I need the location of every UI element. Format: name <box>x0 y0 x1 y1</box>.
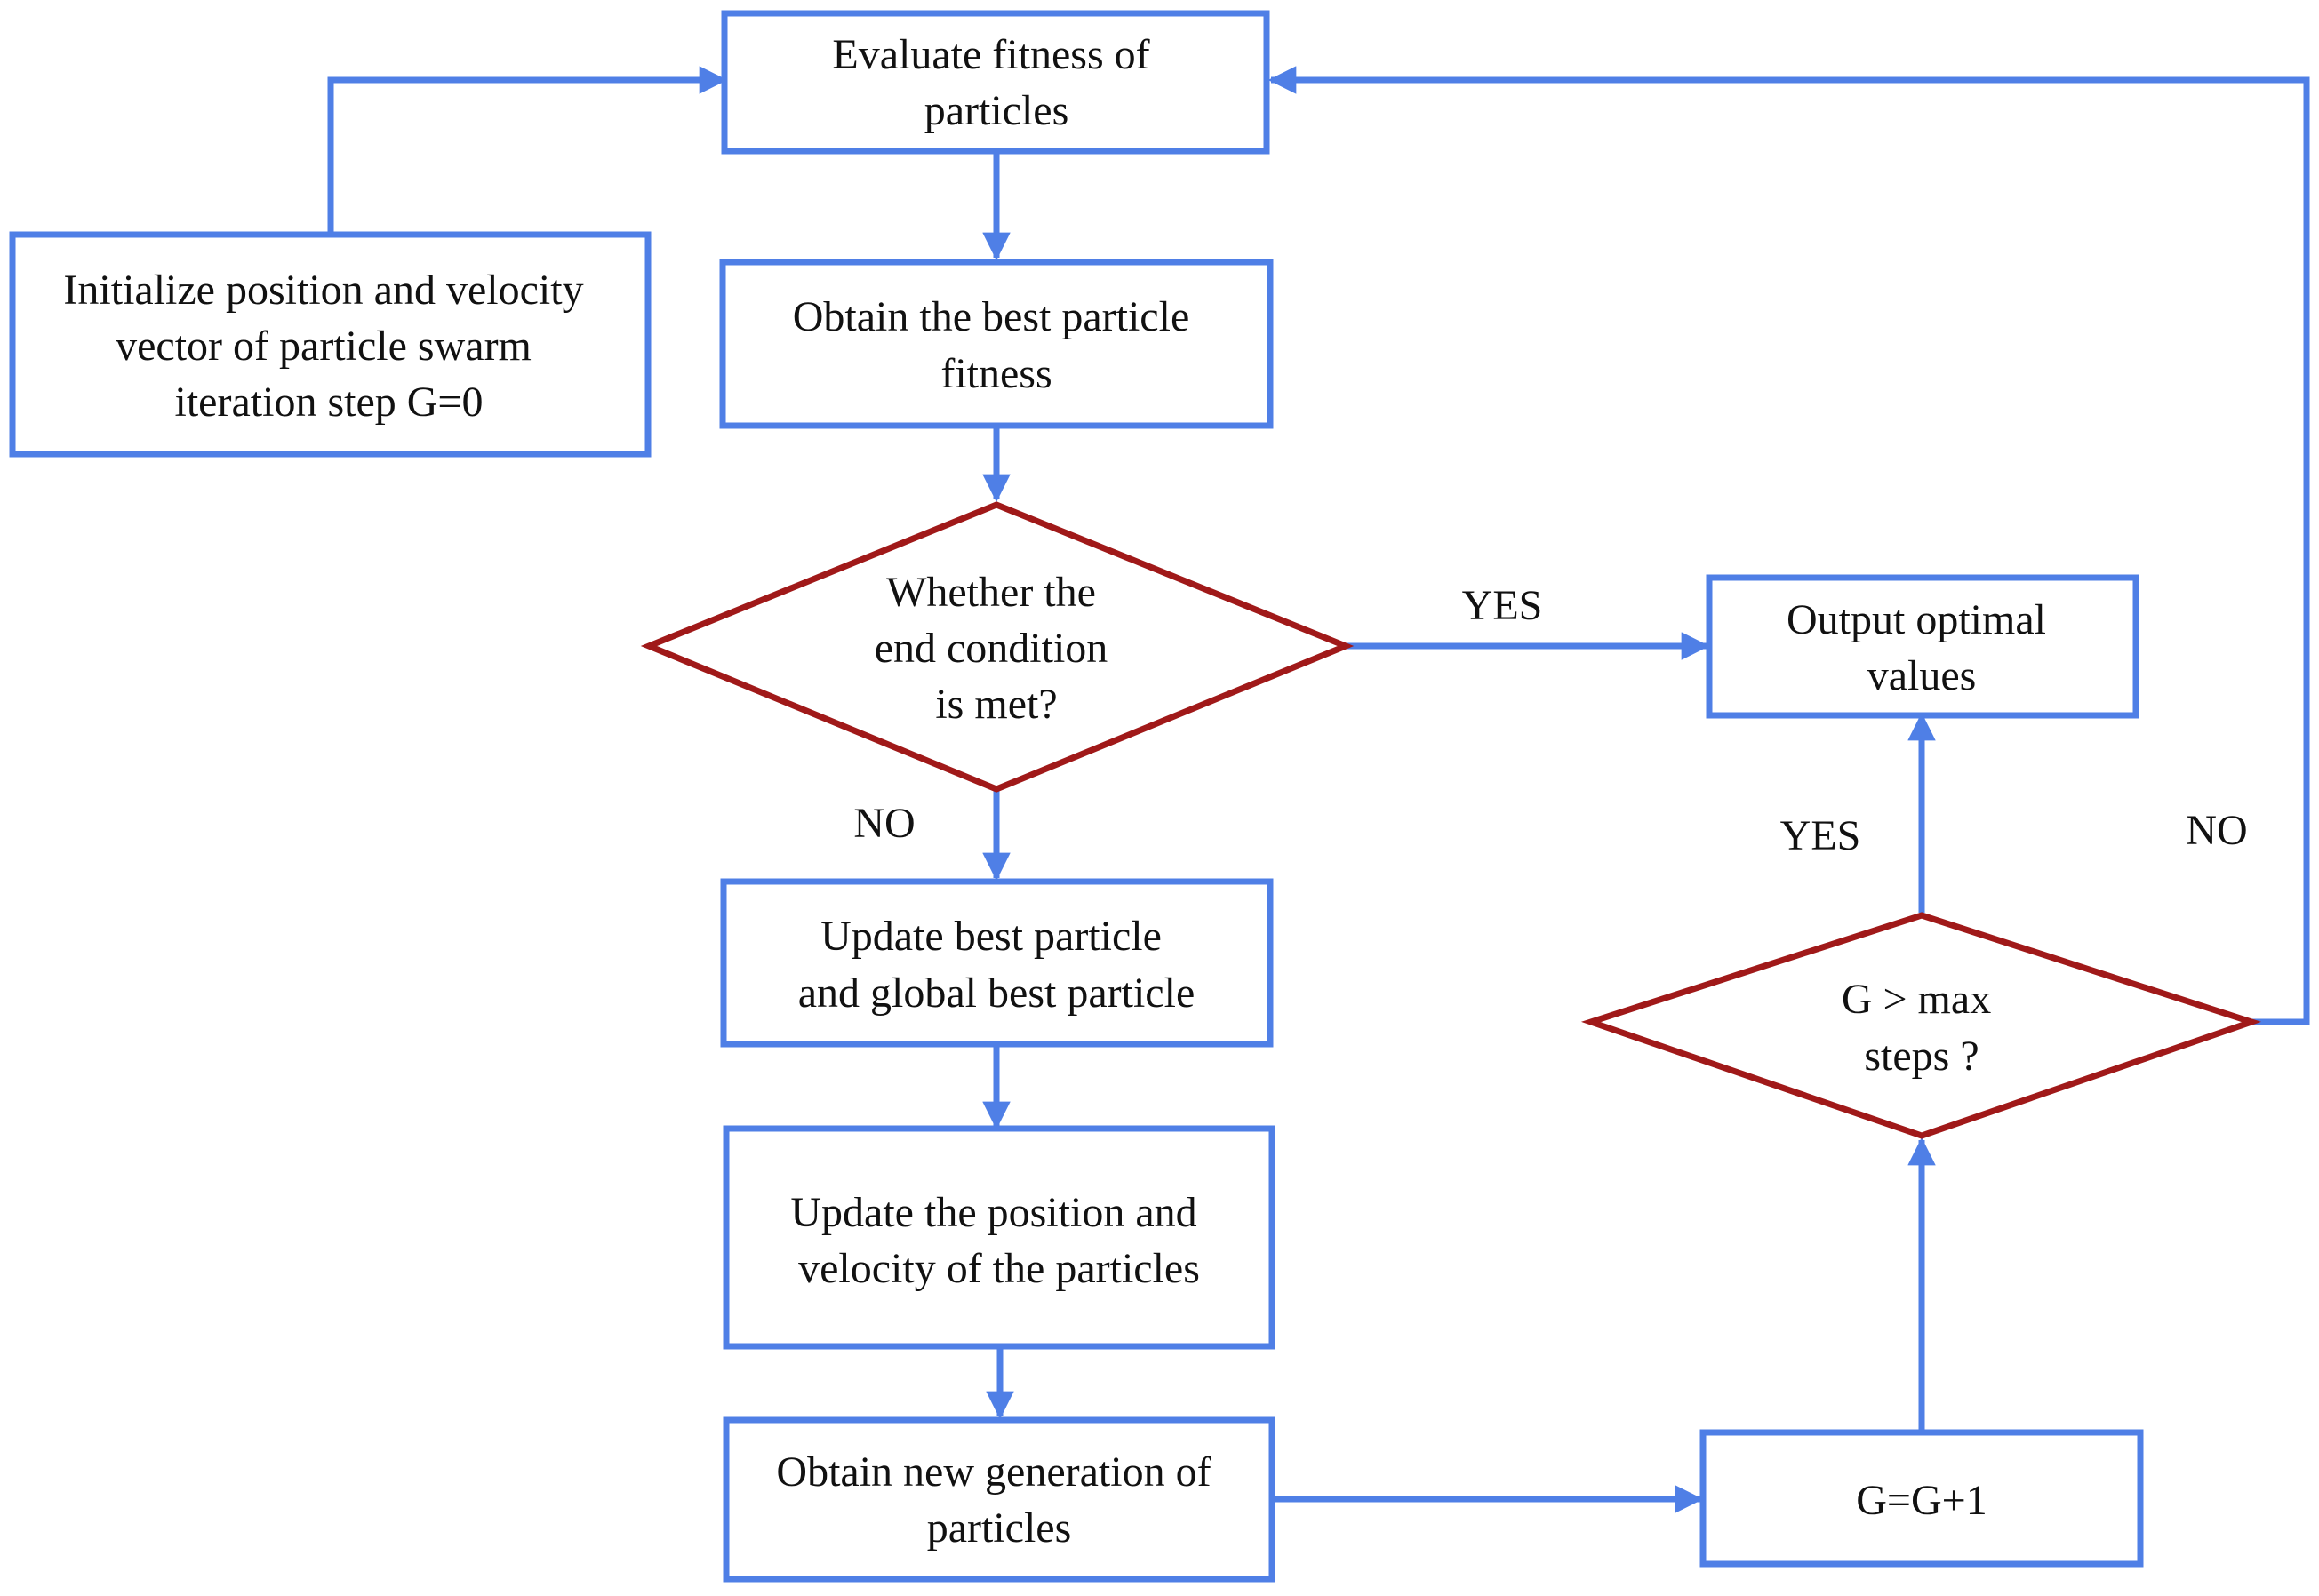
node-end-check-text: Whether the end condition is met? <box>875 569 1119 728</box>
node-best-text: Obtain the best particle fitness <box>793 293 1201 397</box>
node-end-check: Whether the end condition is met? <box>640 501 1355 793</box>
label-max-yes: YES <box>1780 812 1861 859</box>
label-max-no: NO <box>2186 807 2247 854</box>
edge-init-to-evaluate <box>327 66 728 235</box>
connectors <box>327 66 2310 1513</box>
node-output: Output optimal values <box>1706 574 2139 719</box>
node-new-gen: Obtain new generation of particles <box>723 1416 1275 1583</box>
node-evaluate-text: Evaluate fitness of particles <box>832 31 1160 134</box>
node-new-gen-text: Obtain new generation of particles <box>776 1448 1221 1552</box>
node-init-text: Initialize position and velocity vector … <box>63 267 594 426</box>
node-increment: G=G+1 <box>1699 1429 2144 1568</box>
node-init: Initialize position and velocity vector … <box>9 231 652 458</box>
edge-max-check-no-to-evaluate <box>1267 66 2310 1025</box>
node-update-pos-text: Update the position and velocity of the … <box>790 1189 1207 1292</box>
node-update-pos: Update the position and velocity of the … <box>723 1125 1275 1350</box>
node-update-best-text: Update best particle and global best par… <box>798 913 1195 1017</box>
node-increment-text: G=G+1 <box>1856 1477 1987 1524</box>
node-output-text: Output optimal values <box>1787 596 2057 699</box>
node-max-check-text: G > max steps ? <box>1842 976 2002 1080</box>
label-end-yes: YES <box>1462 582 1543 629</box>
node-evaluate: Evaluate fitness of particles <box>721 10 1270 155</box>
label-end-no: NO <box>853 800 915 847</box>
node-best: Obtain the best particle fitness <box>719 259 1274 429</box>
node-max-check: G > max steps ? <box>1580 912 2262 1139</box>
node-update-best: Update best particle and global best par… <box>720 878 1274 1048</box>
